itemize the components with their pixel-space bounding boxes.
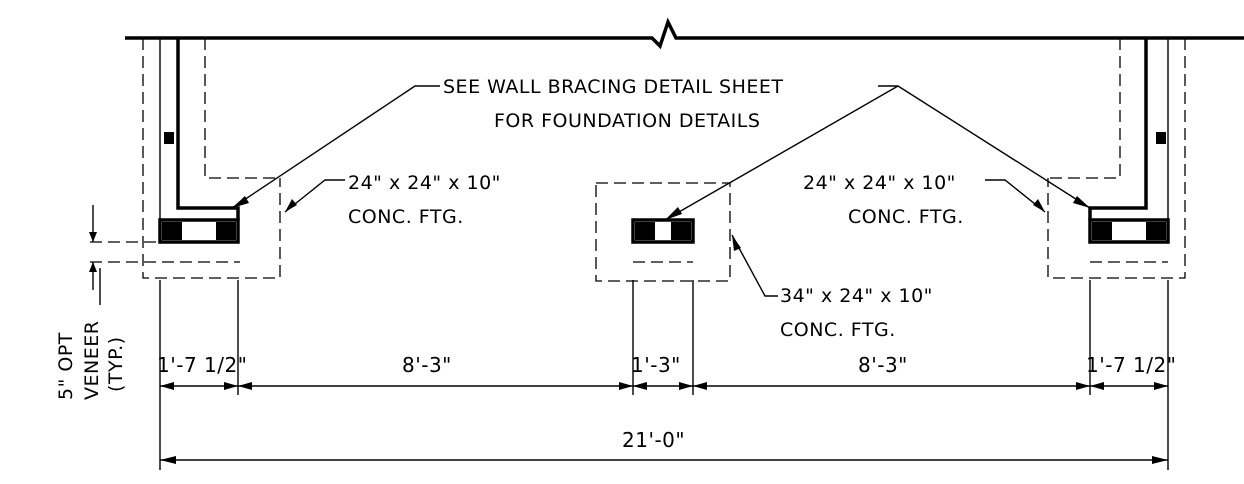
dim-overall: 21'-0": [622, 428, 685, 452]
anchor-block: [1156, 132, 1166, 144]
center-footing-label: CONC. FTG.: [780, 319, 896, 341]
dimension-lines: [159, 280, 1169, 470]
bracing-note-line1: SEE WALL BRACING DETAIL SHEET: [443, 76, 784, 98]
right-footing-size: 24" x 24" x 10": [803, 172, 956, 194]
right-foundation: [1047, 38, 1186, 279]
rebar-block: [635, 222, 655, 240]
top-wall-line: [125, 17, 1244, 50]
rebar-block: [216, 222, 236, 240]
left-foundation: [90, 38, 281, 279]
left-footing-label: CONC. FTG.: [348, 206, 464, 228]
rebar-block: [162, 222, 182, 240]
center-footing-size: 34" x 24" x 10": [780, 285, 933, 307]
leader-lines: [99, 85, 1091, 305]
dim-right-wall: 1'-7 1/2": [1086, 353, 1176, 377]
arrowheads: [232, 196, 1090, 251]
center-foundation: [595, 182, 731, 282]
left-footing-size: 24" x 24" x 10": [348, 172, 501, 194]
dim-left-wall: 1'-7 1/2": [157, 353, 247, 377]
dim-center-beam: 1'-3": [631, 353, 681, 377]
rebar-block: [671, 222, 691, 240]
veneer-dimension: [89, 205, 97, 290]
veneer-note-line2: VENEER: [81, 321, 103, 400]
rebar-block: [1146, 222, 1166, 240]
right-footing-label: CONC. FTG.: [848, 206, 964, 228]
dim-left-span: 8'-3": [402, 353, 452, 377]
dim-right-span: 8'-3": [858, 353, 908, 377]
veneer-note-line3: (TYP.): [105, 336, 127, 392]
dimension-arrows: [160, 382, 1168, 464]
anchor-block: [164, 132, 174, 144]
bracing-note-line2: FOR FOUNDATION DETAILS: [494, 110, 760, 132]
veneer-note: 5" OPT VENEER (TYP.): [55, 321, 127, 400]
rebar-block: [1092, 222, 1112, 240]
veneer-note-line1: 5" OPT: [55, 332, 77, 400]
